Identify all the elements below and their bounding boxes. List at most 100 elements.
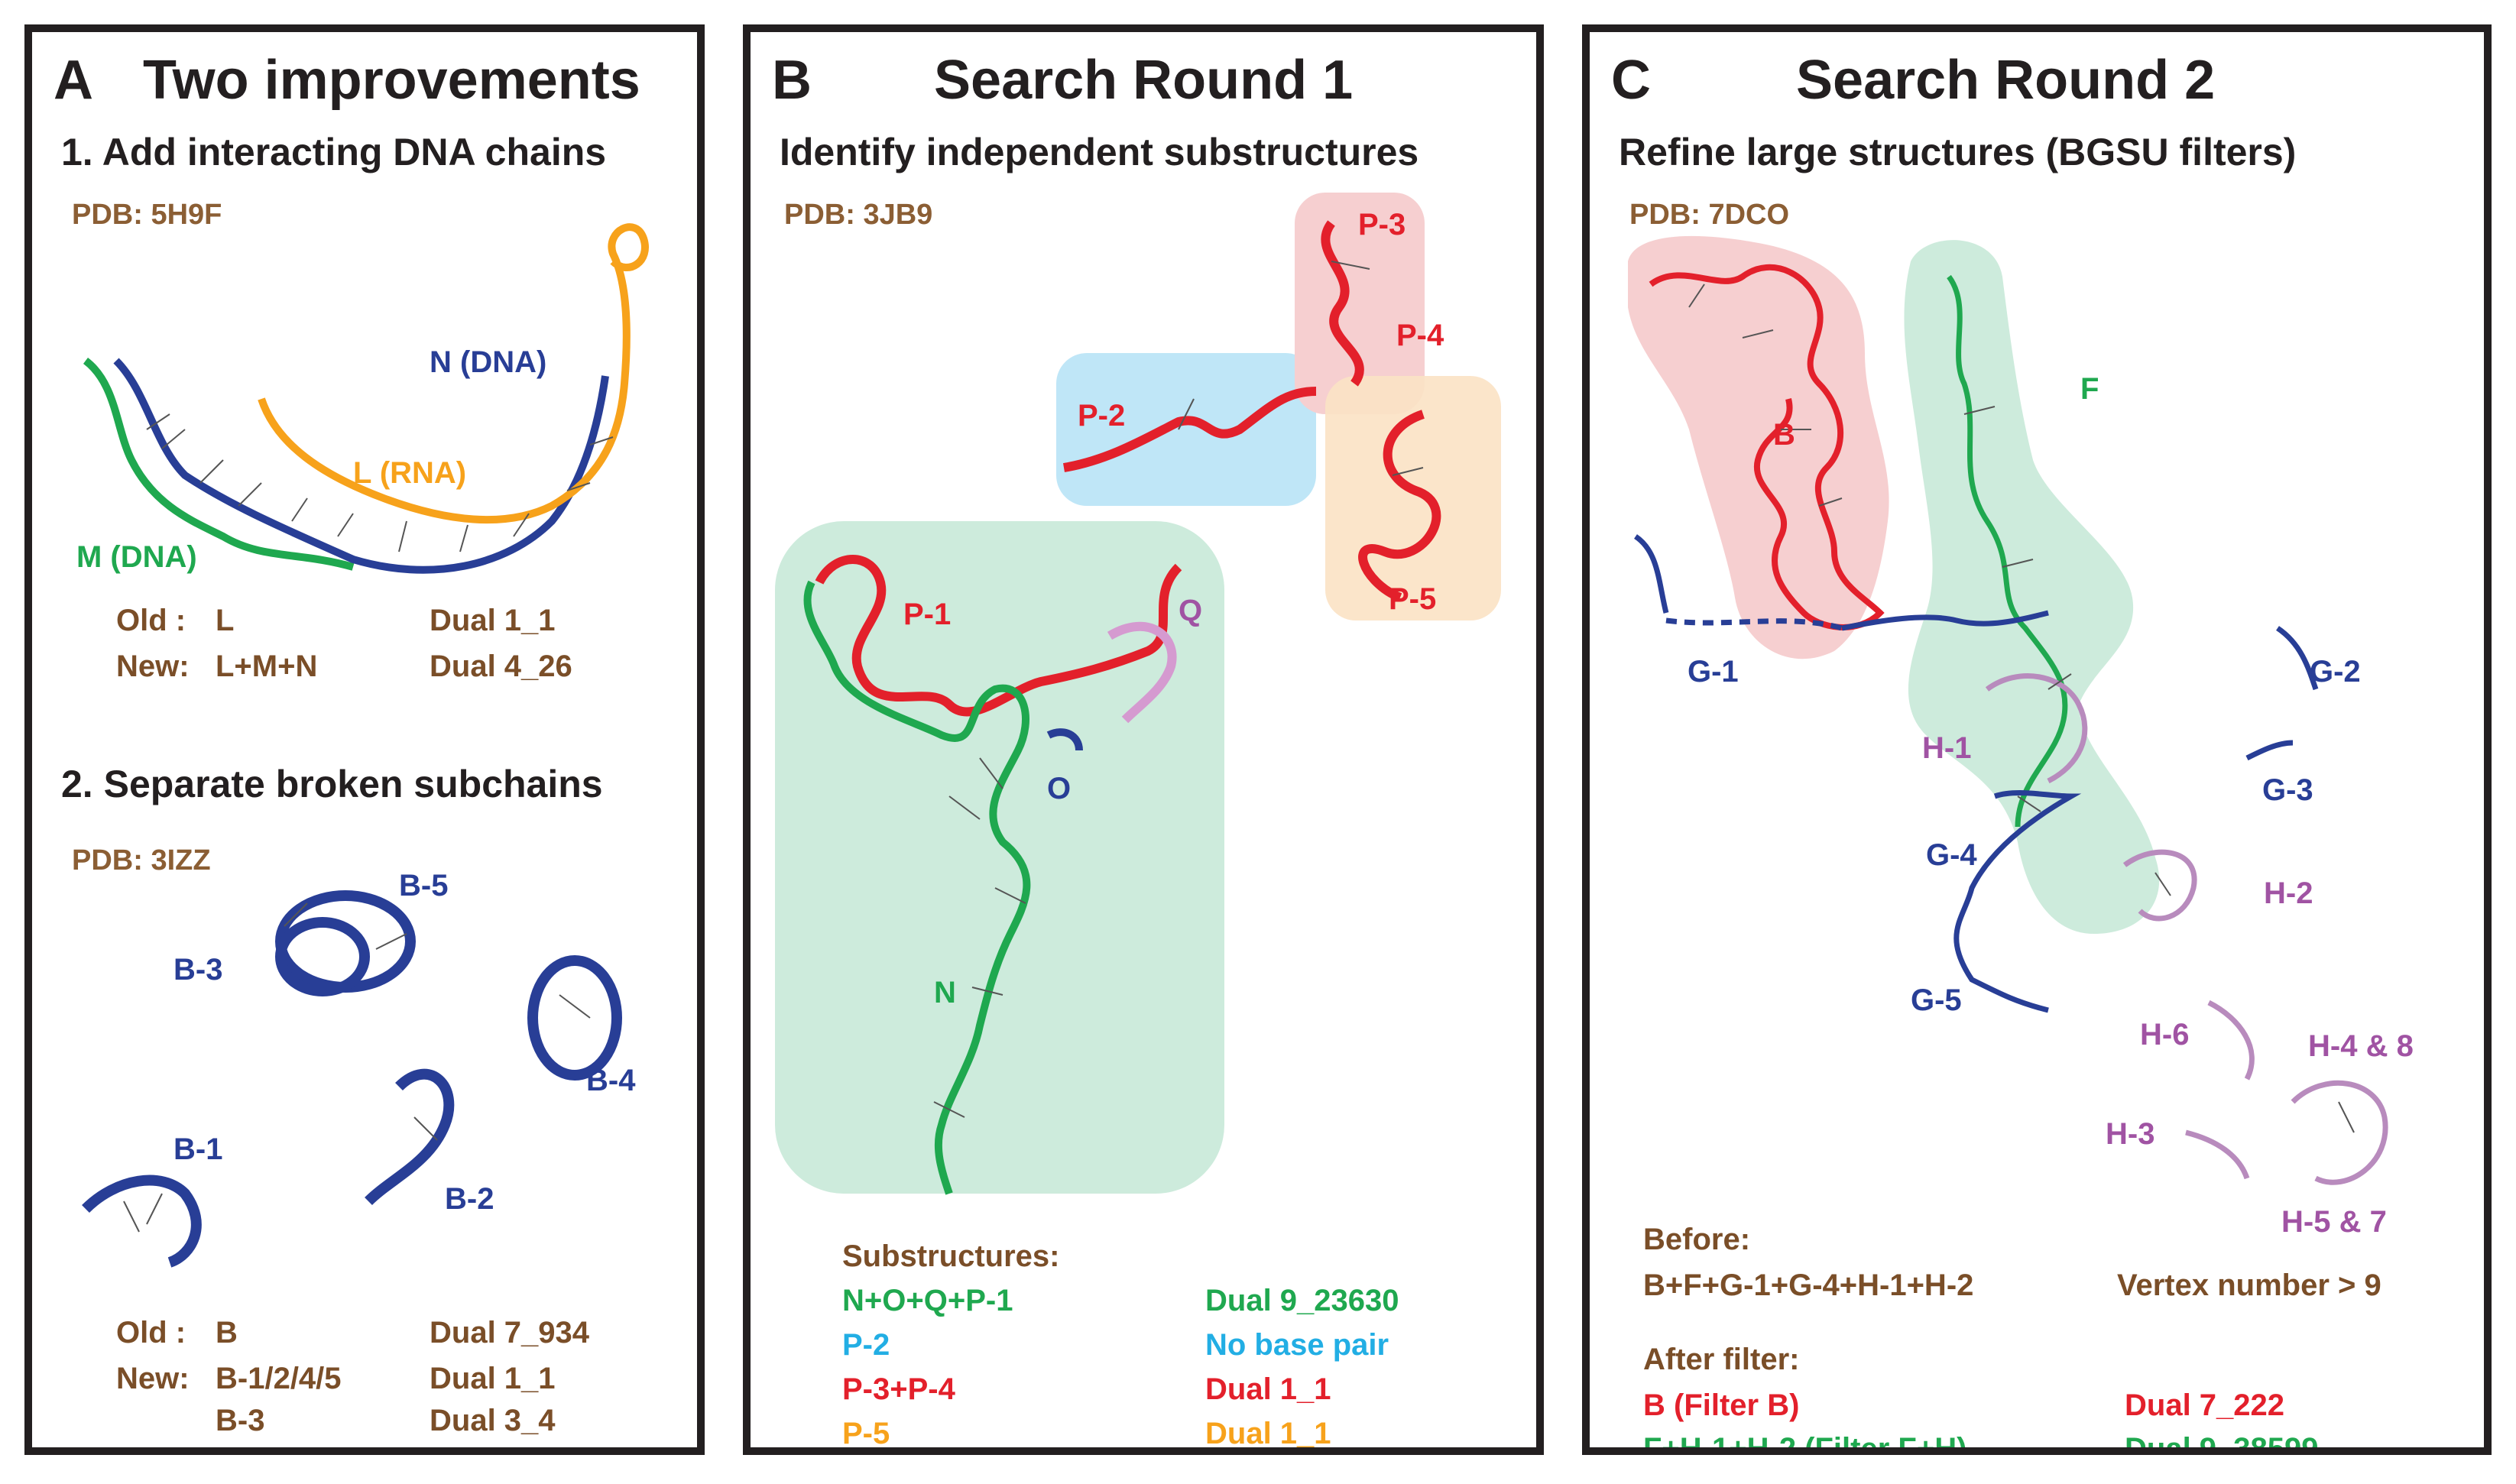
panel-a-letter: A bbox=[53, 50, 93, 111]
new2-value2: B-3 bbox=[216, 1404, 265, 1437]
chain-h1 bbox=[1985, 673, 2088, 784]
before-label: Before: bbox=[1643, 1223, 1751, 1256]
chain-p2 bbox=[1063, 387, 1317, 472]
chain-g1-dash bbox=[1665, 617, 1843, 631]
base-ticks-b bbox=[933, 261, 1424, 1118]
subchains-b bbox=[82, 890, 622, 1268]
subchain-b1 bbox=[82, 1175, 202, 1268]
chain-m-dna bbox=[83, 358, 355, 571]
label-h57: H-5 & 7 bbox=[2281, 1205, 2387, 1239]
panel-b-subtitle: Identify independent substructures bbox=[780, 131, 1419, 173]
label-m-dna: M (DNA) bbox=[76, 540, 197, 574]
label-g2: G-2 bbox=[2310, 655, 2361, 689]
row-2-name: P-2 bbox=[842, 1328, 890, 1362]
highlight-orange-region bbox=[1325, 376, 1501, 620]
new-dual: Dual 4_26 bbox=[430, 650, 572, 683]
highlight-region-b bbox=[1628, 235, 1889, 659]
label-b: B bbox=[1773, 418, 1795, 452]
label-b2: B-2 bbox=[445, 1182, 494, 1216]
row-3-name: P-3+P-4 bbox=[842, 1372, 955, 1406]
new-label: New: bbox=[116, 650, 190, 683]
chain-h bbox=[1985, 673, 2388, 1185]
label-b4: B-4 bbox=[586, 1064, 636, 1097]
chain-g bbox=[1633, 534, 2319, 1013]
red-chains bbox=[815, 220, 1441, 717]
highlight-region-f-h bbox=[1904, 240, 2160, 935]
section1-heading: 1. Add interacting DNA chains bbox=[61, 131, 607, 173]
panel-b-title: Search Round 1 bbox=[934, 50, 1354, 111]
section2-heading: 2. Separate broken subchains bbox=[61, 763, 603, 805]
old-label: Old : bbox=[116, 604, 186, 637]
old2-value: B bbox=[216, 1316, 238, 1350]
panel-c-subtitle: Refine large structures (BGSU filters) bbox=[1619, 131, 2297, 173]
panel-b-pdb: PDB: 3JB9 bbox=[784, 199, 933, 231]
highlight-cyan-region bbox=[1056, 353, 1316, 506]
label-l-rna: L (RNA) bbox=[353, 456, 467, 490]
label-q: Q bbox=[1179, 594, 1203, 627]
label-p5: P-5 bbox=[1389, 582, 1437, 616]
panel-a-title: Two improvements bbox=[143, 50, 640, 111]
chain-h4-8 bbox=[2291, 1080, 2388, 1185]
chain-h2 bbox=[2122, 849, 2197, 922]
label-h1: H-1 bbox=[1922, 731, 1972, 765]
subchain-b4 bbox=[527, 955, 622, 1081]
panel-a: A Two improvements 1. Add interacting DN… bbox=[24, 24, 705, 1455]
green-chain-n bbox=[803, 580, 1031, 1195]
chain-g4-g5 bbox=[1953, 790, 2082, 1013]
new2-dual2: Dual 3_4 bbox=[430, 1404, 556, 1437]
after-row-1-name: B (Filter B) bbox=[1643, 1388, 1800, 1422]
new2-label: New: bbox=[116, 1362, 190, 1395]
panel-b-letter: B bbox=[772, 50, 812, 111]
label-g3: G-3 bbox=[2262, 773, 2313, 807]
row-4-name: P-5 bbox=[842, 1417, 890, 1450]
label-b1: B-1 bbox=[173, 1132, 223, 1166]
label-g5: G-5 bbox=[1911, 983, 1962, 1017]
label-h6: H-6 bbox=[2140, 1018, 2190, 1051]
section2-pdb: PDB: 3IZZ bbox=[72, 844, 211, 876]
panel-b-structures bbox=[775, 193, 1501, 1195]
chain-p3-p4 bbox=[1321, 220, 1364, 387]
new2-value1: B-1/2/4/5 bbox=[216, 1362, 342, 1395]
label-g4: G-4 bbox=[1926, 838, 1977, 872]
label-p2: P-2 bbox=[1078, 399, 1126, 433]
chain-b bbox=[1649, 264, 1885, 630]
label-n-dna: N (DNA) bbox=[430, 345, 547, 379]
base-ticks-a1 bbox=[146, 413, 614, 552]
after-label: After filter: bbox=[1643, 1343, 1800, 1376]
label-h3: H-3 bbox=[2106, 1117, 2155, 1151]
label-h48: H-4 & 8 bbox=[2308, 1029, 2414, 1063]
chain-p1 bbox=[815, 555, 1182, 717]
row-1-name: N+O+Q+P-1 bbox=[842, 1284, 1013, 1317]
label-n: N bbox=[934, 976, 956, 1009]
panel-c-title: Search Round 2 bbox=[1796, 50, 2216, 111]
chain-o bbox=[1046, 728, 1083, 751]
label-p1: P-1 bbox=[903, 598, 952, 631]
old2-dual: Dual 7_934 bbox=[430, 1316, 590, 1350]
chain-g1-start bbox=[1633, 534, 1669, 614]
old-dual: Dual 1_1 bbox=[430, 604, 556, 637]
after-row-1-dual: Dual 7_222 bbox=[2125, 1388, 2285, 1422]
chain-g1-end bbox=[1841, 610, 2049, 631]
chain-q bbox=[1107, 621, 1177, 724]
panel-c-structures bbox=[1628, 235, 2388, 1185]
label-p3: P-3 bbox=[1358, 208, 1406, 241]
substructures-label: Substructures: bbox=[842, 1239, 1060, 1273]
label-h2: H-2 bbox=[2264, 876, 2313, 910]
base-ticks-c bbox=[1688, 284, 2355, 1133]
after-row-2-name: F+H-1+H-2 (Filter F+H) bbox=[1643, 1432, 1967, 1455]
highlight-green-region bbox=[775, 521, 1224, 1194]
base-ticks-a2 bbox=[123, 902, 591, 1233]
chain-h6 bbox=[2207, 1000, 2255, 1081]
old2-label: Old : bbox=[116, 1316, 186, 1350]
after-row-2-dual: Dual 9_38599 bbox=[2125, 1432, 2319, 1455]
new2-dual1: Dual 1_1 bbox=[430, 1362, 556, 1395]
row-3-dual: Dual 1_1 bbox=[1205, 1372, 1331, 1406]
label-o: O bbox=[1047, 772, 1072, 805]
chain-g2 bbox=[2275, 626, 2319, 691]
panel-c: C Search Round 2 Refine large structures… bbox=[1582, 24, 2492, 1455]
before-value: B+F+G-1+G-4+H-1+H-2 bbox=[1643, 1269, 1974, 1302]
label-b3: B-3 bbox=[173, 953, 223, 987]
chain-p5 bbox=[1358, 410, 1441, 602]
before-note: Vertex number > 9 bbox=[2117, 1269, 2381, 1302]
label-f: F bbox=[2080, 372, 2099, 406]
